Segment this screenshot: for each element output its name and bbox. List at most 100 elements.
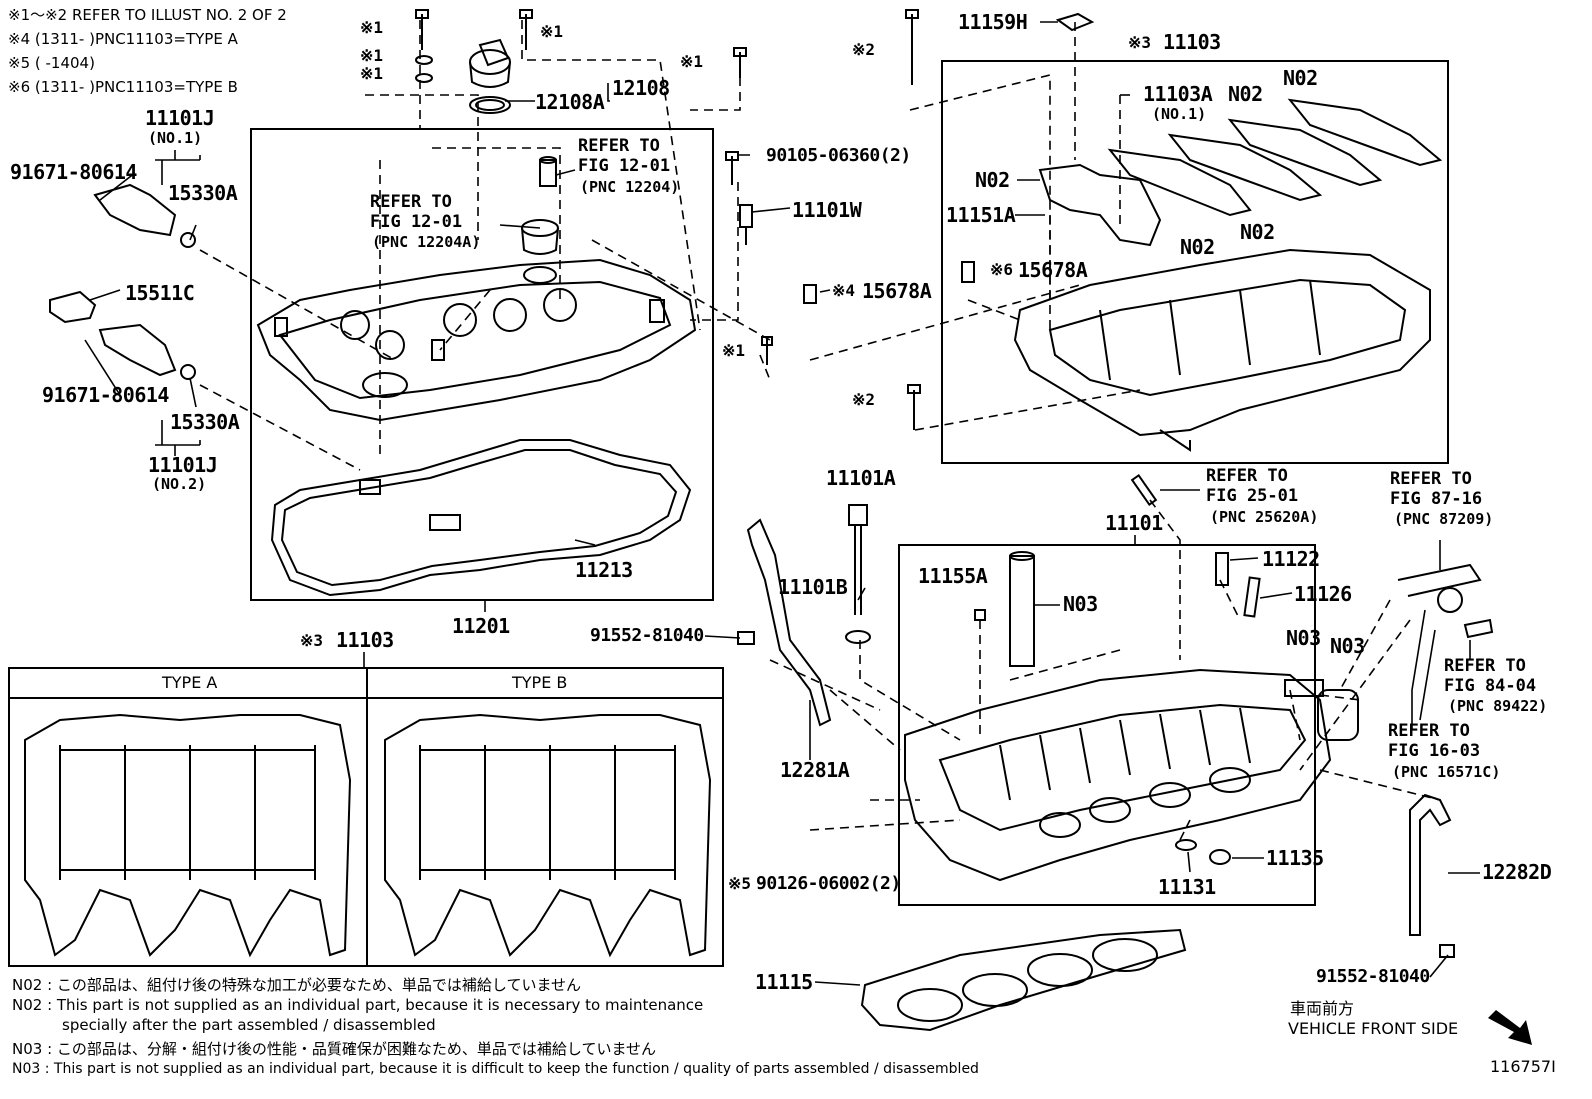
part-15678a-b[interactable]: 15678A — [1018, 258, 1088, 282]
part-11101w[interactable]: 11101W — [792, 198, 862, 222]
cylinder-head-cover-drawing — [256, 258, 697, 422]
vehicle-front-jp: 車両前方 — [1290, 999, 1355, 1018]
mark-x2-a: ※2 — [852, 40, 876, 59]
part-12282d[interactable]: 12282D — [1482, 860, 1552, 884]
part-15511c[interactable]: 15511C — [125, 281, 195, 305]
note-bottom-4: N03 : この部品は、分解・組付け後の性能・品質確保が困難なため、単品では補給… — [12, 1040, 657, 1058]
part-11101[interactable]: 11101 — [1105, 511, 1163, 535]
part-11151a[interactable]: 11151A — [946, 203, 1016, 227]
part-11126[interactable]: 11126 — [1294, 582, 1352, 606]
part-11103-type[interactable]: 11103 — [336, 628, 394, 652]
note-bottom-5: N03 : This part is not supplied as an in… — [12, 1061, 979, 1077]
mark-n03-a: N03 — [1063, 592, 1098, 616]
refer-fig-1603-1[interactable]: REFER TO — [1388, 721, 1470, 741]
engine-hanger-rear-drawing — [1409, 793, 1455, 958]
camshaft-housing-drawing — [1013, 248, 1431, 452]
part-11135[interactable]: 11135 — [1266, 846, 1324, 870]
type-a-plan-drawing — [24, 713, 352, 958]
camshaft-housing-box — [941, 60, 1449, 464]
note-bottom-1: N02 : この部品は、組付け後の特殊な加工が必要なため、単品では補給していませ… — [12, 976, 582, 994]
mark-x2-b: ※2 — [852, 390, 876, 409]
mark-x5: ※5 — [728, 874, 752, 893]
cylinder-head-drawing — [904, 668, 1332, 882]
part-12108a[interactable]: 12108A — [535, 90, 605, 114]
refer-fig-1201-a-1[interactable]: REFER TO — [578, 136, 660, 156]
type-vertical-divider — [366, 667, 368, 967]
pcv-valve-drawing — [521, 156, 559, 255]
head-bolt-drawing — [845, 504, 871, 644]
refer-fig-1603-2[interactable]: FIG 16-03 — [1388, 741, 1481, 761]
refer-fig-8716-1[interactable]: REFER TO — [1390, 469, 1472, 489]
mark-n03-b: N03 — [1286, 626, 1321, 650]
part-15330a-a[interactable]: 15330A — [168, 181, 238, 205]
solid-leaders — [84, 21, 1480, 986]
mark-x1-f: ※1 — [722, 341, 746, 360]
refer-fig-1201-b-2[interactable]: FIG 12-01 — [370, 212, 463, 232]
part-11101b[interactable]: 11101B — [778, 575, 848, 599]
part-12281a[interactable]: 12281A — [780, 758, 850, 782]
part-91671-80614-a[interactable]: 91671-80614 — [10, 160, 137, 184]
part-11101j-no2-sub: (NO.2) — [152, 475, 207, 493]
refer-fig-8716-2[interactable]: FIG 87-16 — [1390, 489, 1483, 509]
part-11213[interactable]: 11213 — [575, 558, 633, 582]
front-arrow-icon — [1488, 1010, 1532, 1045]
part-90105-06360[interactable]: 90105-06360(2) — [766, 145, 911, 166]
part-15678a-a[interactable]: 15678A — [862, 279, 932, 303]
illustration-number: 116757I — [1490, 1057, 1556, 1076]
part-11115[interactable]: 11115 — [755, 970, 813, 994]
part-11155a[interactable]: 11155A — [918, 564, 988, 588]
note-top-3: ※5 ( -1404) — [8, 54, 95, 72]
part-11101a[interactable]: 11101A — [826, 466, 896, 490]
refer-fig-2501-1[interactable]: REFER TO — [1206, 466, 1288, 486]
part-11122[interactable]: 11122 — [1262, 547, 1320, 571]
refer-fig-8404-3: (PNC 89422) — [1448, 697, 1548, 715]
note-bottom-2: N02 : This part is not supplied as an in… — [12, 996, 704, 1014]
part-91671-80614-b[interactable]: 91671-80614 — [42, 383, 169, 407]
mark-x1-c: ※1 — [360, 64, 384, 83]
mark-x1-a: ※1 — [360, 18, 384, 37]
part-11103a-sub: (NO.1) — [1152, 105, 1207, 123]
refer-fig-1603-3: (PNC 16571C) — [1392, 763, 1501, 781]
mark-x1-b: ※1 — [360, 46, 384, 65]
refer-fig-8716-3: (PNC 87209) — [1394, 510, 1494, 528]
mark-x4: ※4 — [832, 281, 856, 300]
part-11101j-no1-sub: (NO.1) — [148, 129, 203, 147]
tubes-drawing — [1397, 563, 1494, 639]
refer-fig-8404-2[interactable]: FIG 84-04 — [1444, 676, 1537, 696]
mark-n03-c: N03 — [1330, 634, 1365, 658]
part-91552-81040-a[interactable]: 91552-81040 — [590, 625, 704, 646]
mark-n02-c: N02 — [975, 168, 1010, 192]
mark-n02-e: N02 — [1240, 220, 1275, 244]
oil-control-valve-drawing — [49, 183, 196, 380]
part-90126-06002[interactable]: 90126-06002(2) — [756, 873, 901, 894]
part-12108[interactable]: 12108 — [612, 76, 670, 100]
refer-fig-8404-1[interactable]: REFER TO — [1444, 656, 1526, 676]
type-b-header: TYPE B — [512, 673, 568, 692]
part-11103a[interactable]: 11103A — [1143, 82, 1213, 106]
refer-fig-2501-2[interactable]: FIG 25-01 — [1206, 486, 1299, 506]
head-gasket-drawing — [860, 928, 1187, 1032]
refer-fig-1201-a-2[interactable]: FIG 12-01 — [578, 156, 671, 176]
part-11101j-no1[interactable]: 11101J — [145, 106, 215, 130]
bolts-drawing — [415, 9, 975, 430]
part-11101j-no2[interactable]: 11101J — [148, 453, 218, 477]
part-11131[interactable]: 11131 — [1158, 875, 1216, 899]
mark-x3-b: ※3 — [300, 631, 324, 650]
mark-n02-b: N02 — [1228, 82, 1263, 106]
part-91552-81040-b[interactable]: 91552-81040 — [1316, 966, 1430, 987]
engine-hanger-front-drawing — [737, 518, 832, 727]
note-top-2: ※4 (1311- )PNC11103=TYPE A — [8, 30, 238, 48]
note-top-1: ※1〜※2 REFER TO ILLUST NO. 2 OF 2 — [8, 6, 287, 24]
cylinder-head-box — [898, 544, 1316, 906]
mark-x6: ※6 — [990, 260, 1014, 279]
refer-fig-1201-b-1[interactable]: REFER TO — [370, 192, 452, 212]
part-11159h[interactable]: 11159H — [958, 10, 1028, 34]
part-11103-top[interactable]: 11103 — [1163, 30, 1221, 54]
refer-fig-1201-b-3: (PNC 12204A) — [372, 233, 481, 251]
part-15330a-b[interactable]: 15330A — [170, 410, 240, 434]
mark-n02-a: N02 — [1283, 66, 1318, 90]
part-11201[interactable]: 11201 — [452, 614, 510, 638]
oil-filler-cap-drawing — [469, 38, 511, 114]
camshaft-caps-drawing — [1038, 98, 1443, 247]
